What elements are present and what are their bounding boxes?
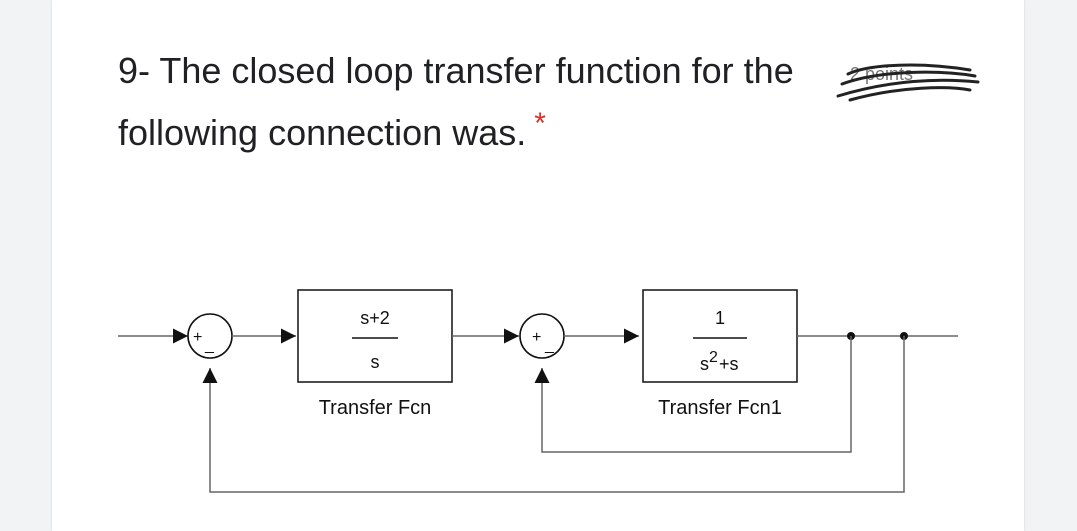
scribbled-points-label: 2 points [836, 63, 980, 102]
fcn1-label: Transfer Fcn1 [658, 397, 782, 419]
fcn-label: Transfer Fcn [319, 397, 432, 419]
required-asterisk: * [534, 107, 546, 140]
question-title: 9- The closed loop transfer function for… [118, 40, 838, 167]
sum1-plus: + [193, 329, 202, 346]
sum2-plus: + [532, 329, 541, 346]
outer-feedback-path [202, 336, 905, 493]
inner-feedback-path [534, 336, 852, 453]
fcn1-numerator: 1 [715, 308, 725, 328]
fcn-numerator: s+2 [360, 308, 390, 328]
sum-block-2[interactable]: + _ [519, 313, 565, 359]
fcn1-denominator-exponent: 2 [709, 349, 718, 366]
transfer-fcn1-block[interactable]: 1 s 2 +s [642, 289, 798, 383]
transfer-fcn-block[interactable]: s+2 s [297, 289, 453, 383]
sum2-minus: _ [544, 337, 555, 354]
sum1-minus: _ [204, 337, 215, 354]
fcn1-denominator-base: s [700, 354, 709, 374]
sum-block-1[interactable]: + _ [187, 313, 233, 359]
question-text: 9- The closed loop transfer function for… [118, 50, 794, 153]
fcn-denominator: s [371, 352, 380, 372]
fcn1-denominator-rest: +s [719, 354, 739, 374]
